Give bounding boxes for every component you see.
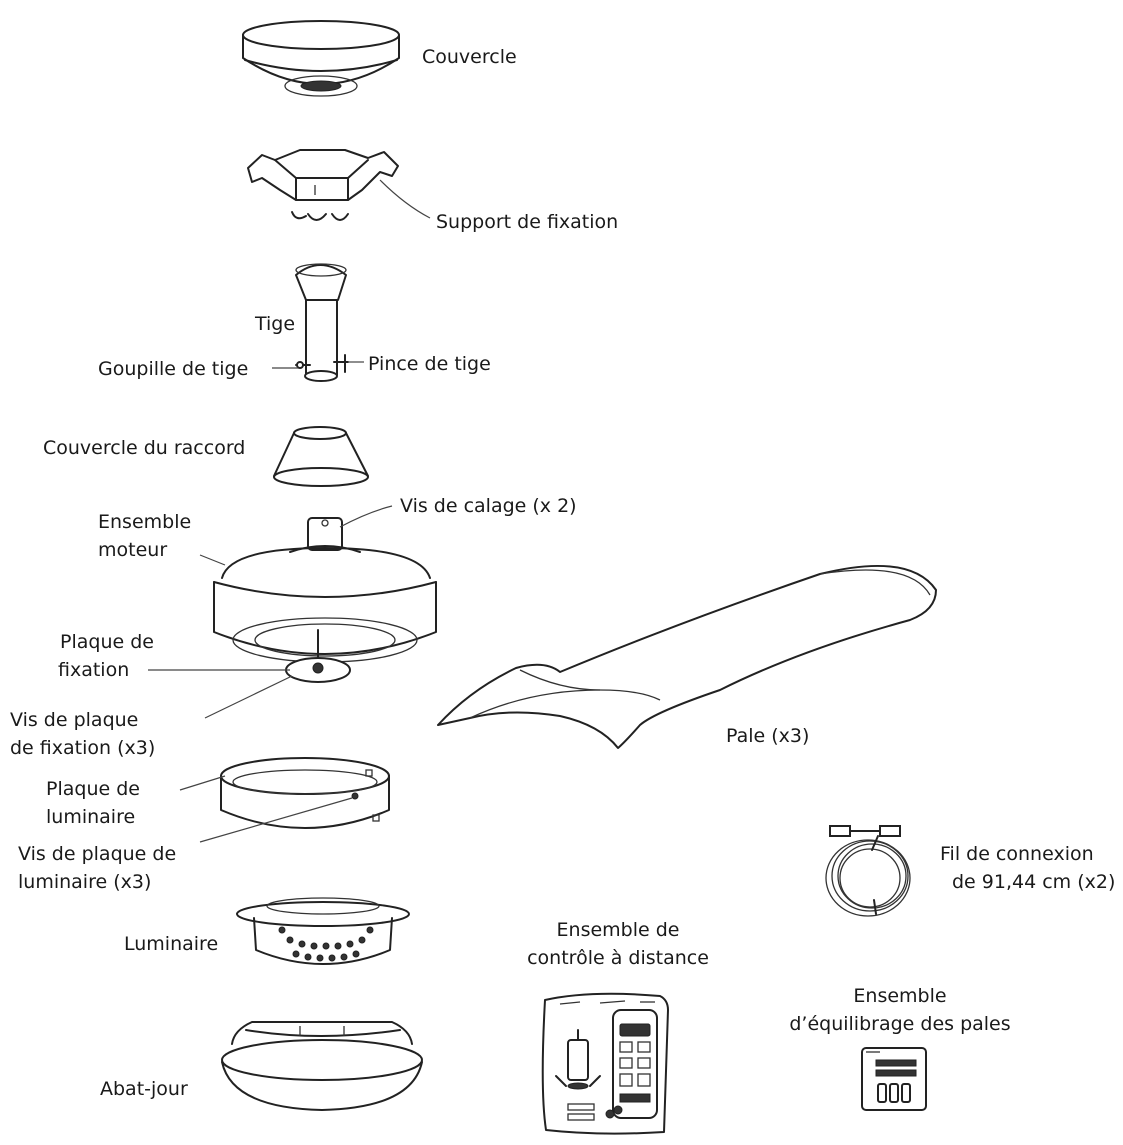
- connection-wire-illustration: [825, 825, 911, 917]
- downrod-illustration: [272, 263, 364, 382]
- label-abat-jour: Abat-jour: [100, 1078, 188, 1100]
- label-goupille-tige: Goupille de tige: [98, 358, 249, 380]
- coupling-cover-illustration: [273, 426, 369, 487]
- label-ensemble-moteur-line1: Ensemble: [98, 511, 192, 533]
- label-vis-plaque-luminaire-line1: Vis de plaque de: [18, 843, 177, 865]
- label-vis-plaque-fixation-line2: de fixation (x3): [10, 737, 156, 759]
- label-pale: Pale (x3): [726, 725, 810, 747]
- canopy-illustration: [242, 20, 400, 97]
- led-grid: [278, 926, 374, 962]
- mounting-bracket-illustration: [247, 149, 431, 221]
- label-support-fixation: Support de fixation: [436, 211, 619, 233]
- remote-kit-illustration: [541, 992, 669, 1135]
- light-plate-illustration: [179, 757, 390, 843]
- label-couvercle: Couvercle: [422, 46, 517, 68]
- label-couvercle-raccord: Couvercle du raccord: [43, 437, 246, 459]
- label-plaque-fixation-line1: Plaque de: [60, 631, 154, 653]
- balance-kit-illustration: [861, 1047, 927, 1111]
- label-vis-plaque-fixation-line1: Vis de plaque: [10, 709, 139, 731]
- label-luminaire: Luminaire: [124, 933, 219, 955]
- label-equilibrage-line2: d’équilibrage des pales: [789, 1013, 1011, 1035]
- label-pince-tige: Pince de tige: [368, 353, 491, 375]
- label-plaque-fixation-line2: fixation: [58, 659, 130, 681]
- label-tige: Tige: [255, 313, 296, 335]
- label-plaque-luminaire-line1: Plaque de: [46, 778, 140, 800]
- blade-illustration: [437, 565, 937, 749]
- label-controle-distance-line2: contrôle à distance: [527, 947, 709, 969]
- light-fixture-illustration: [236, 897, 410, 965]
- label-plaque-luminaire-line2: luminaire: [46, 806, 136, 828]
- label-vis-calage: Vis de calage (x 2): [400, 495, 577, 517]
- label-ensemble-moteur-line2: moteur: [98, 539, 168, 561]
- label-vis-plaque-luminaire-line2: luminaire (x3): [18, 871, 152, 893]
- motor-assembly-illustration: [148, 505, 437, 719]
- label-fil-connexion-line2: de 91,44 cm (x2): [952, 871, 1116, 893]
- label-equilibrage-line1: Ensemble: [853, 985, 947, 1007]
- label-fil-connexion-line1: Fil de connexion: [940, 843, 1094, 865]
- shade-illustration: [221, 1021, 423, 1111]
- label-controle-distance-line1: Ensemble de: [556, 919, 680, 941]
